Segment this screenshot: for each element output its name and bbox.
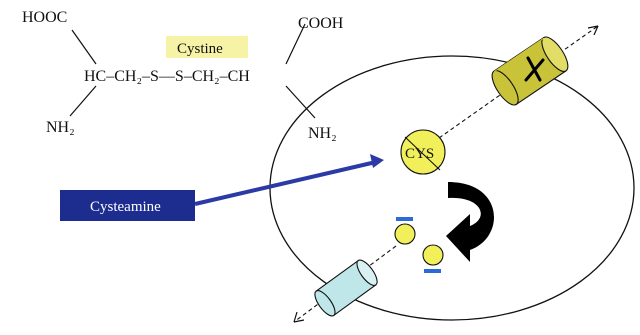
cysteamine-arrow [194, 160, 377, 206]
cysteamine-box [60, 190, 195, 221]
left-amine-label: NH₂ [46, 119, 75, 136]
cys-label: CYS [405, 146, 434, 162]
bond-left-acid [71, 29, 97, 65]
cysteamine-label: Cysteamine [90, 199, 161, 215]
influx-arrowhead-icon [293, 311, 305, 323]
small-ball-icon [422, 244, 444, 266]
cys-slash [404, 136, 441, 171]
bond-right-amine [285, 85, 316, 119]
backbone-formula: HC–CH₂–S—S–CH₂–CH [84, 68, 250, 85]
small-ball-icon [394, 223, 416, 245]
left-acid-label: HOOC [22, 9, 67, 26]
charge-bar-2 [424, 269, 441, 273]
cysteamine-arrowhead-icon [370, 154, 384, 168]
cys-ball-icon [400, 129, 446, 175]
efflux-arrowhead-icon [587, 25, 599, 36]
blocked-x-icon [524, 56, 545, 82]
cystine-label-highlight [166, 36, 248, 58]
charge-bar-1 [396, 217, 413, 221]
cystine-name-label: Cystine [177, 41, 223, 57]
right-acid-label: COOH [298, 15, 344, 32]
transporter-open-icon [314, 259, 378, 317]
curved-arrow-icon [446, 182, 494, 262]
bond-right-acid [285, 23, 306, 65]
cystine-structure [69, 23, 316, 119]
transporter-blocked-icon [491, 36, 569, 106]
bond-left-amine [69, 85, 97, 117]
right-amine-label: NH₂ [308, 125, 337, 142]
